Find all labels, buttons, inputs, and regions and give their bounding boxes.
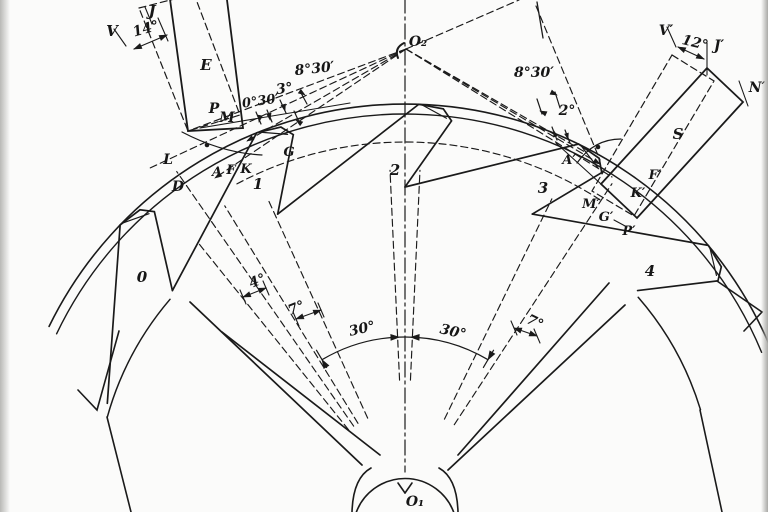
construction-lines	[149, 0, 613, 431]
label-dim-12: 12°	[680, 32, 710, 54]
label-tooth-3: 3	[538, 179, 548, 197]
label-dim-3: 3°	[275, 80, 294, 98]
label-pt-Fp: F′	[648, 168, 662, 183]
label-pt-D: D	[171, 179, 185, 195]
label-pt-A: A	[210, 165, 222, 180]
label-pallet-S: S	[673, 125, 684, 143]
labels: J14°VEPM0°30′3°8°30′O₂8°30′2°V′12°J′N′SL…	[106, 2, 765, 510]
label-pt-L: L	[162, 152, 173, 168]
label-dim-4L: 4°	[247, 271, 269, 292]
dimension-marks	[113, 6, 749, 369]
label-dim-830L: 8°30′	[294, 59, 336, 79]
label-pt-Pp: P′	[621, 224, 636, 239]
label-pt-J: J	[145, 2, 156, 20]
label-pt-O2: O₂	[409, 34, 427, 50]
label-pt-Gp: G′	[599, 210, 614, 225]
label-dim-30R: 30°	[438, 321, 467, 343]
pallets	[138, 0, 745, 228]
label-pt-P: P	[208, 101, 220, 117]
escape-wheel	[48, 103, 768, 512]
label-dim-7R: 7°	[524, 312, 546, 334]
label-pt-V: V	[106, 22, 119, 40]
label-pallet-E: E	[199, 56, 212, 74]
scan-edge-left	[0, 0, 10, 512]
label-pt-K: K	[239, 162, 252, 177]
label-dim-7L: 7°	[286, 298, 308, 319]
label-pt-G: G	[283, 145, 294, 160]
scan-edge-right	[761, 0, 768, 512]
label-tooth-0: 0	[137, 268, 148, 286]
label-pt-Jp: J′	[711, 38, 725, 54]
label-pt-Kp: K′	[630, 186, 646, 201]
label-pt-M: M	[218, 110, 235, 126]
label-dim-830R: 8°30′	[514, 65, 554, 81]
label-pt-Vp: V′	[659, 23, 674, 39]
label-pt-O1: O₁	[406, 494, 424, 510]
label-pt-Mp: M′	[581, 197, 600, 212]
label-tooth-1: 1	[253, 175, 263, 193]
label-dim-2: 2°	[558, 103, 576, 119]
label-pt-F: F	[225, 163, 236, 178]
label-dim-14: 14°	[131, 18, 161, 41]
label-dim-030: 0°30′	[241, 91, 280, 111]
label-tooth-4: 4	[645, 262, 655, 280]
label-tooth-2: 2	[389, 161, 400, 179]
label-pt-Ap: A′	[560, 153, 576, 168]
label-dim-30L: 30°	[347, 318, 376, 340]
